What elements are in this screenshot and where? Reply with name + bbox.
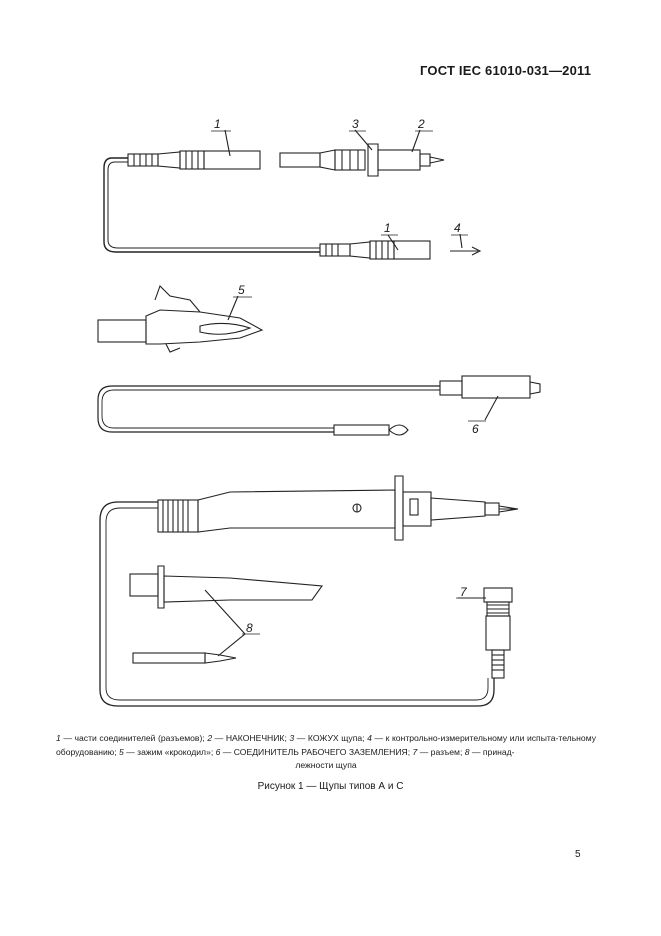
standard-header: ГОСТ IEC 61010-031—2011 — [420, 63, 592, 78]
legend-item: 7 — разъем; — [412, 746, 465, 757]
page-number: 5 — [575, 849, 581, 860]
legend-item: 1 — части соединителей (разъемов); — [56, 733, 208, 743]
legend-item: 8 — принад- — [464, 746, 515, 757]
legend-item: 3 — КОЖУХ щупа; — [289, 733, 368, 743]
legend-item: 4 — к контрольно-измерительному или испы… — [56, 733, 597, 757]
callout-4: 4 — [454, 221, 461, 235]
callout-6: 6 — [472, 422, 479, 436]
legend-item: 5 — зажим «крокодил»; — [118, 746, 216, 757]
figure-title: Рисунок 1 — Щупы типов А и С — [257, 781, 404, 792]
figure-legend: 1 — части соединителей (разъемов); 2 — Н… — [56, 732, 596, 773]
callout-3: 3 — [352, 117, 359, 131]
callout-1-bottom: 1 — [384, 221, 391, 235]
legend-item: 2 — НАКОНЕЧНИК; — [207, 733, 290, 743]
legend-item: 6 — СОЕДИНИТЕЛЬ РАБОЧЕГО ЗАЗЕМЛЕНИЯ; — [215, 746, 413, 757]
callout-2: 2 — [417, 117, 425, 131]
callout-5: 5 — [238, 283, 245, 297]
callout-8: 8 — [246, 621, 253, 635]
callout-1-top: 1 — [214, 117, 221, 131]
legend-tail: лежности щупа — [295, 760, 357, 770]
callout-7: 7 — [460, 585, 468, 599]
